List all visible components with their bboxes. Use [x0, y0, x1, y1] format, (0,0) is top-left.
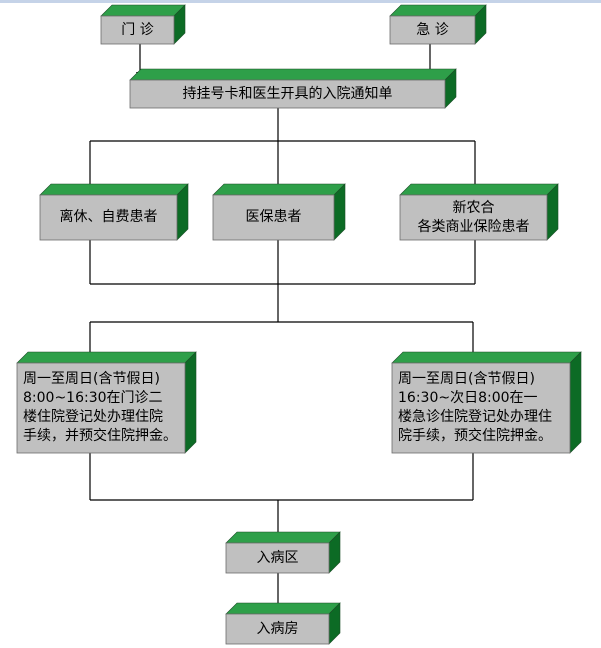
- node-daytime-registration-label: 周一至周日(含节假日) 8:00~16:30在门诊二 楼住院登记处办理住院 手续…: [23, 371, 177, 444]
- box-3d-shape: [212, 183, 346, 241]
- node-night-registration-label: 周一至周日(含节假日) 16:30~次日8:00在一 楼急诊住院登记处办理住 院…: [398, 371, 552, 444]
- box-3d-shape: [16, 351, 197, 454]
- box-3d-shape: [225, 602, 341, 645]
- window-top-border: [0, 0, 601, 3]
- node-ward-room: 入病房: [225, 602, 341, 645]
- node-outpatient: 门 诊: [100, 4, 186, 45]
- node-admission-notice-label: 持挂号卡和医生开具的入院通知单: [182, 85, 393, 102]
- box-3d-shape: [399, 183, 559, 241]
- node-night-registration: 周一至周日(含节假日) 16:30~次日8:00在一 楼急诊住院登记处办理住 院…: [391, 351, 582, 454]
- node-admission-notice: 持挂号卡和医生开具的入院通知单: [129, 68, 457, 109]
- node-ward-room-label: 入病房: [256, 620, 299, 637]
- box-3d-shape: [100, 4, 186, 45]
- node-ward-area: 入病区: [225, 531, 341, 574]
- node-daytime-registration: 周一至周日(含节假日) 8:00~16:30在门诊二 楼住院登记处办理住院 手续…: [16, 351, 197, 454]
- node-outpatient-label: 门 诊: [121, 21, 154, 38]
- box-3d-shape: [389, 4, 487, 45]
- node-ward-area-label: 入病区: [256, 549, 299, 566]
- node-emergency: 急 诊: [389, 4, 487, 45]
- node-retired-selfpay-label: 离休、自费患者: [59, 209, 158, 225]
- node-medical-insurance-label: 医保患者: [245, 209, 302, 225]
- node-medical-insurance: 医保患者: [212, 183, 346, 241]
- node-commercial-insurance-label: 新农合 各类商业保险患者: [417, 199, 530, 235]
- box-3d-shape: [129, 68, 457, 109]
- box-3d-shape: [391, 351, 582, 454]
- box-3d-shape: [39, 183, 189, 241]
- node-commercial-insurance: 新农合 各类商业保险患者: [399, 183, 559, 241]
- node-emergency-label: 急 诊: [416, 21, 449, 38]
- box-3d-shape: [225, 531, 341, 574]
- node-retired-selfpay: 离休、自费患者: [39, 183, 189, 241]
